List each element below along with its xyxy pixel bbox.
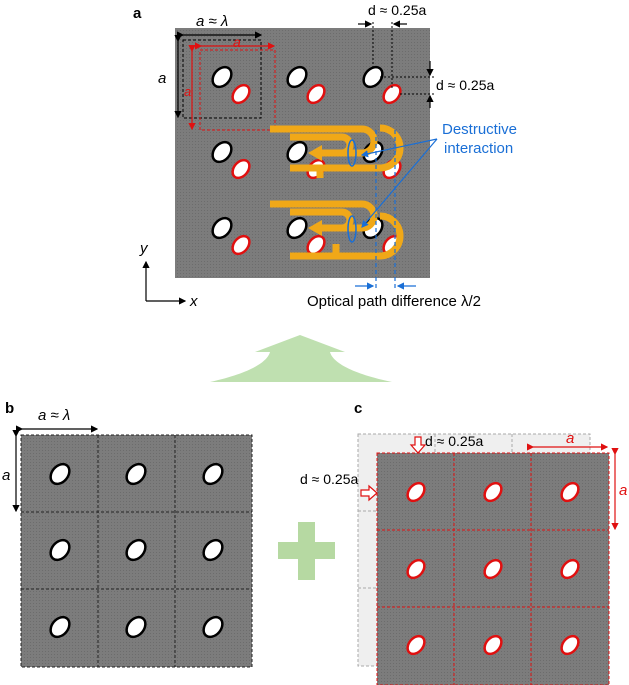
d-top-label-a: d ≈ 0.25a <box>368 2 426 18</box>
destructive-label-line1: Destructive <box>442 121 517 138</box>
unit-cell-black <box>182 39 262 119</box>
panel-b: b a ≈ λ a <box>2 400 253 668</box>
dim-left-label-b: a <box>2 467 10 484</box>
panel-a-label: a <box>133 5 142 22</box>
dim-a-left-label: a <box>158 70 166 87</box>
axis-y-label: y <box>139 240 149 257</box>
d-left-label-c: d ≈ 0.25a <box>300 471 358 487</box>
plus-icon <box>278 522 335 580</box>
dim-top-label-b: a ≈ λ <box>38 407 70 424</box>
dim-a-red-label: a <box>233 34 241 50</box>
d-top-arrow-icon <box>409 436 427 454</box>
dim-top-right-label-c: a <box>566 430 574 447</box>
axis-x-label: x <box>189 293 198 310</box>
arrow-up-green-icon <box>210 335 392 382</box>
black-nanoholes-a <box>211 65 384 240</box>
red-nanoholes-c <box>406 481 580 656</box>
destructive-label-line2: interaction <box>444 140 513 157</box>
panel-b-label: b <box>5 400 14 417</box>
d-top-label-c: d ≈ 0.25a <box>425 433 483 449</box>
panel-c: c d ≈ 0.25a d ≈ 0.25a a <box>300 400 627 685</box>
panel-c-label: c <box>354 400 362 417</box>
dim-right-label-c: a <box>619 482 627 499</box>
optical-path-label: Optical path difference λ/2 <box>307 293 481 310</box>
dim-a-lambda-label: a ≈ λ <box>196 13 228 30</box>
d-left-arrow-icon <box>360 484 378 502</box>
d-right-label-a: d ≈ 0.25a <box>436 77 494 93</box>
dim-a-left-red-label: a <box>184 84 191 99</box>
panel-a: a <box>133 2 517 310</box>
unit-cell-red <box>199 49 276 131</box>
black-nanoholes-b <box>49 462 224 639</box>
